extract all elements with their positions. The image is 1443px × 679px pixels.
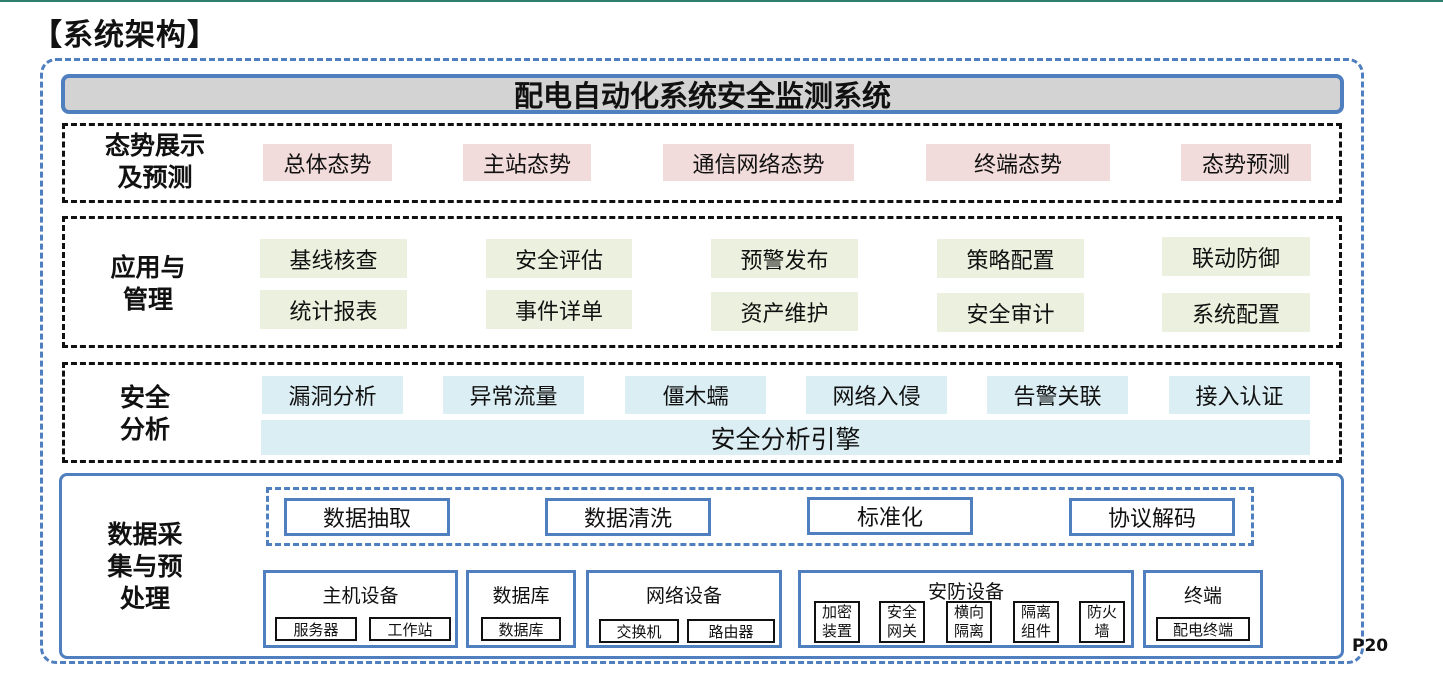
device-router: 路由器 xyxy=(687,619,775,643)
app-item-event-detail: 事件详单 xyxy=(486,290,632,329)
process-protocol-decode: 协议解码 xyxy=(1069,498,1235,536)
app-item-policy-config: 策略配置 xyxy=(937,239,1084,278)
application-label: 应用与 管理 xyxy=(110,253,186,314)
app-item-baseline-check: 基线核查 xyxy=(260,239,407,278)
device-database: 数据库 xyxy=(481,617,561,641)
analysis-item-abnormal-traffic: 异常流量 xyxy=(443,376,584,414)
situation-item-overall: 总体态势 xyxy=(263,144,392,181)
app-item-warning-release: 预警发布 xyxy=(711,239,858,278)
app-item-security-audit: 安全审计 xyxy=(937,293,1084,332)
device-group-security-title: 安防设备 xyxy=(927,581,1004,603)
analysis-layer xyxy=(62,362,1342,463)
analysis-item-access-auth: 接入认证 xyxy=(1169,376,1310,414)
device-distribution-terminal: 配电终端 xyxy=(1156,617,1250,641)
device-group-terminal: 终端 配电终端 xyxy=(1143,570,1263,648)
device-server: 服务器 xyxy=(275,617,357,641)
device-encryption-unit: 加密 装置 xyxy=(814,601,860,643)
process-clean: 数据清洗 xyxy=(545,498,711,536)
situation-item-network: 通信网络态势 xyxy=(663,144,854,181)
device-group-database-title: 数据库 xyxy=(492,585,550,607)
situation-item-terminal: 终端态势 xyxy=(926,144,1110,181)
device-workstation: 工作站 xyxy=(369,617,451,641)
process-normalize: 标准化 xyxy=(807,497,973,535)
situation-label: 态势展示 及预测 xyxy=(104,131,205,192)
app-item-security-assessment: 安全评估 xyxy=(486,239,632,278)
device-group-host-title: 主机设备 xyxy=(322,585,399,607)
collection-layer xyxy=(59,473,1344,659)
device-firewall: 防火 墙 xyxy=(1079,601,1125,643)
system-title-bar: 配电自动化系统安全监测系统 xyxy=(61,74,1344,114)
analysis-item-intrusion: 网络入侵 xyxy=(806,376,947,414)
process-extract: 数据抽取 xyxy=(284,498,450,536)
device-horizontal-isolation: 横向 隔离 xyxy=(946,601,992,643)
app-item-system-config: 系统配置 xyxy=(1162,293,1310,332)
device-switch: 交换机 xyxy=(599,619,679,643)
top-accent-line xyxy=(0,0,1443,2)
preprocess-group xyxy=(266,487,1254,546)
page-number: P20 xyxy=(1352,636,1389,656)
device-group-network: 网络设备 交换机 路由器 xyxy=(586,570,782,648)
analysis-item-malware: 僵木蠕 xyxy=(625,376,766,414)
analysis-item-alert-correlation: 告警关联 xyxy=(987,376,1128,414)
situation-layer xyxy=(62,123,1342,203)
page-heading: 【系统架构】 xyxy=(32,18,218,53)
app-item-statistics-report: 统计报表 xyxy=(260,290,407,329)
device-group-host: 主机设备 服务器 工作站 xyxy=(263,570,458,648)
situation-item-master-station: 主站态势 xyxy=(463,144,591,181)
application-layer xyxy=(62,216,1342,348)
device-group-security: 安防设备 加密 装置 安全 网关 横向 隔离 隔离 组件 防火 墙 xyxy=(798,570,1134,648)
analysis-label: 安全 分析 xyxy=(119,383,170,444)
situation-item-forecast: 态势预测 xyxy=(1181,144,1311,181)
device-isolation-component: 隔离 组件 xyxy=(1013,601,1059,643)
device-group-database: 数据库 数据库 xyxy=(466,570,576,648)
analysis-engine: 安全分析引擎 xyxy=(261,420,1310,455)
app-item-asset-maintenance: 资产维护 xyxy=(711,292,858,331)
app-item-linkage-defense: 联动防御 xyxy=(1162,237,1310,276)
system-title: 配电自动化系统安全监测系统 xyxy=(513,79,891,113)
device-security-gateway: 安全 网关 xyxy=(879,601,925,643)
architecture-frame xyxy=(40,58,1364,664)
device-group-network-title: 网络设备 xyxy=(645,585,722,607)
analysis-item-vulnerability: 漏洞分析 xyxy=(262,376,403,414)
device-group-terminal-title: 终端 xyxy=(1183,585,1222,607)
collection-label: 数据采 集与预 处理 xyxy=(107,520,183,613)
